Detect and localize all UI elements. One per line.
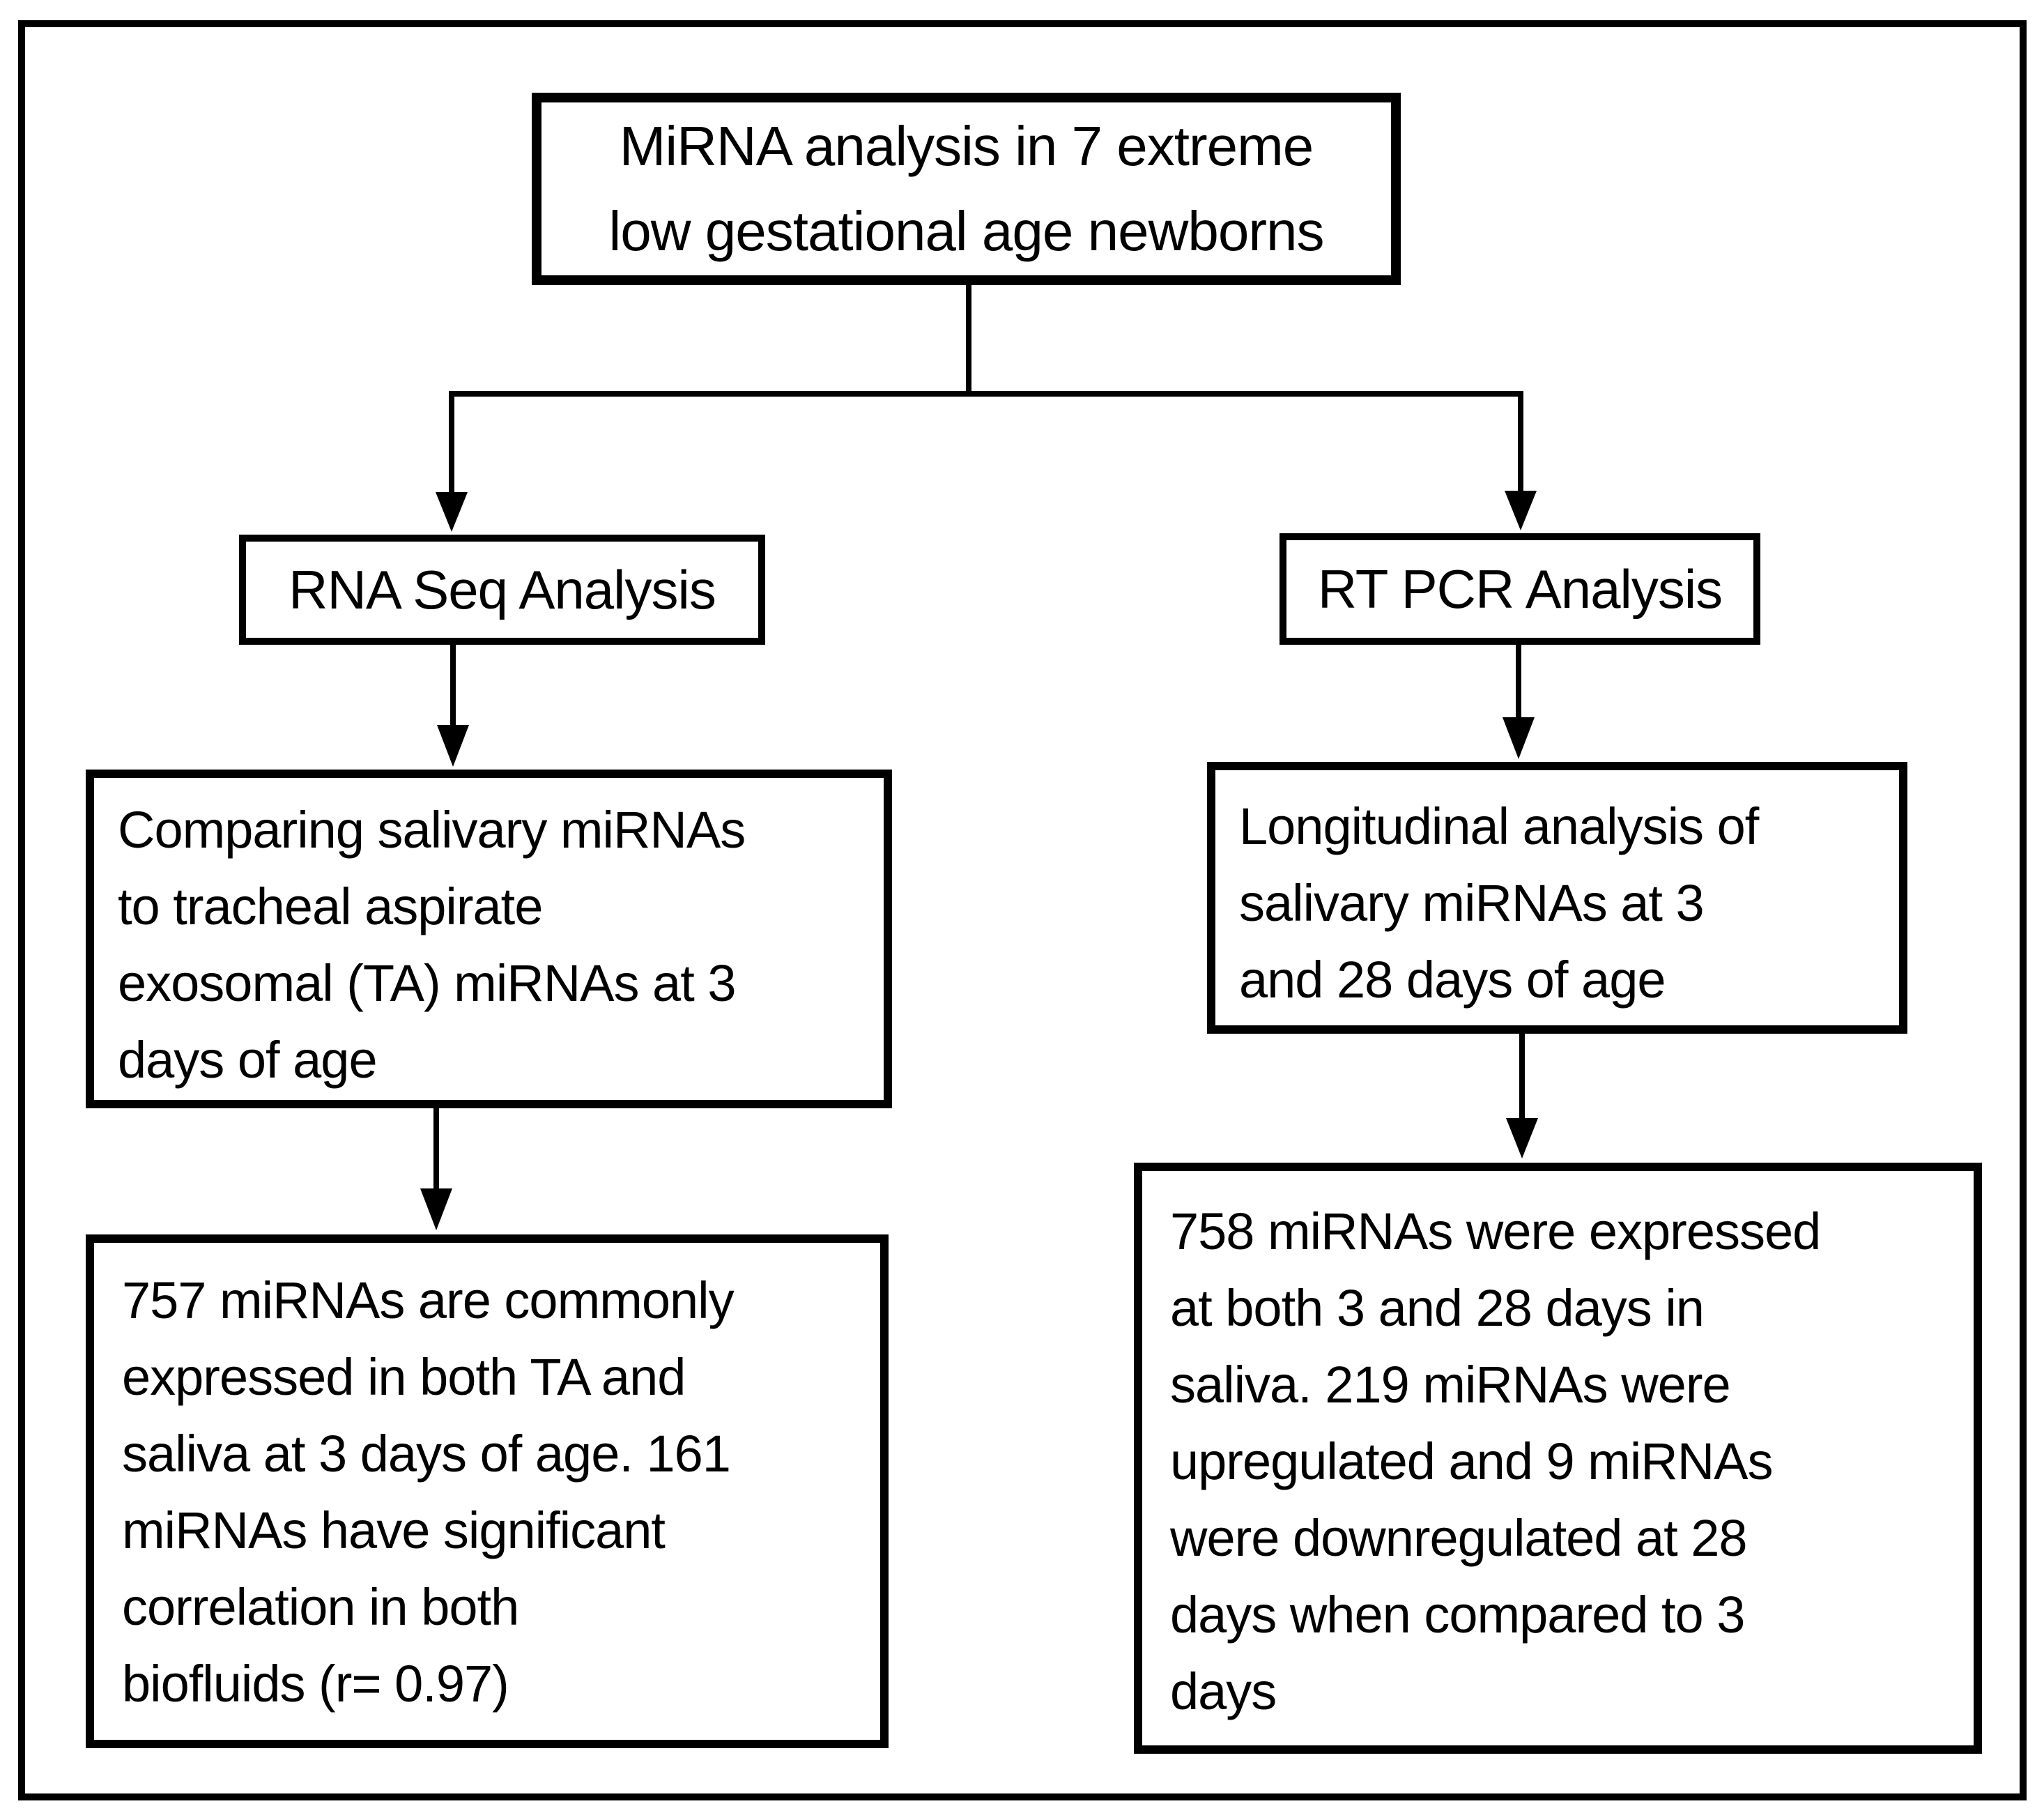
node-longitudinal-analysis: Longitudinal analysis of salivary miRNAs…	[1207, 762, 1907, 1034]
node-758-mirnas-result: 758 miRNAs were expressed at both 3 and …	[1134, 1163, 1982, 1754]
node-rna-seq-analysis: RNA Seq Analysis	[239, 535, 765, 645]
node-rt-pcr-analysis: RT PCR Analysis	[1280, 533, 1760, 645]
node-comparing-salivary-mirnas: Comparing salivary miRNAs to tracheal as…	[86, 770, 892, 1108]
figure-outer-border	[18, 20, 2027, 1800]
node-757-mirnas-result: 757 miRNAs are commonly expressed in bot…	[86, 1234, 889, 1748]
node-root-mirna-analysis: MiRNA analysis in 7 extreme low gestatio…	[532, 93, 1401, 285]
